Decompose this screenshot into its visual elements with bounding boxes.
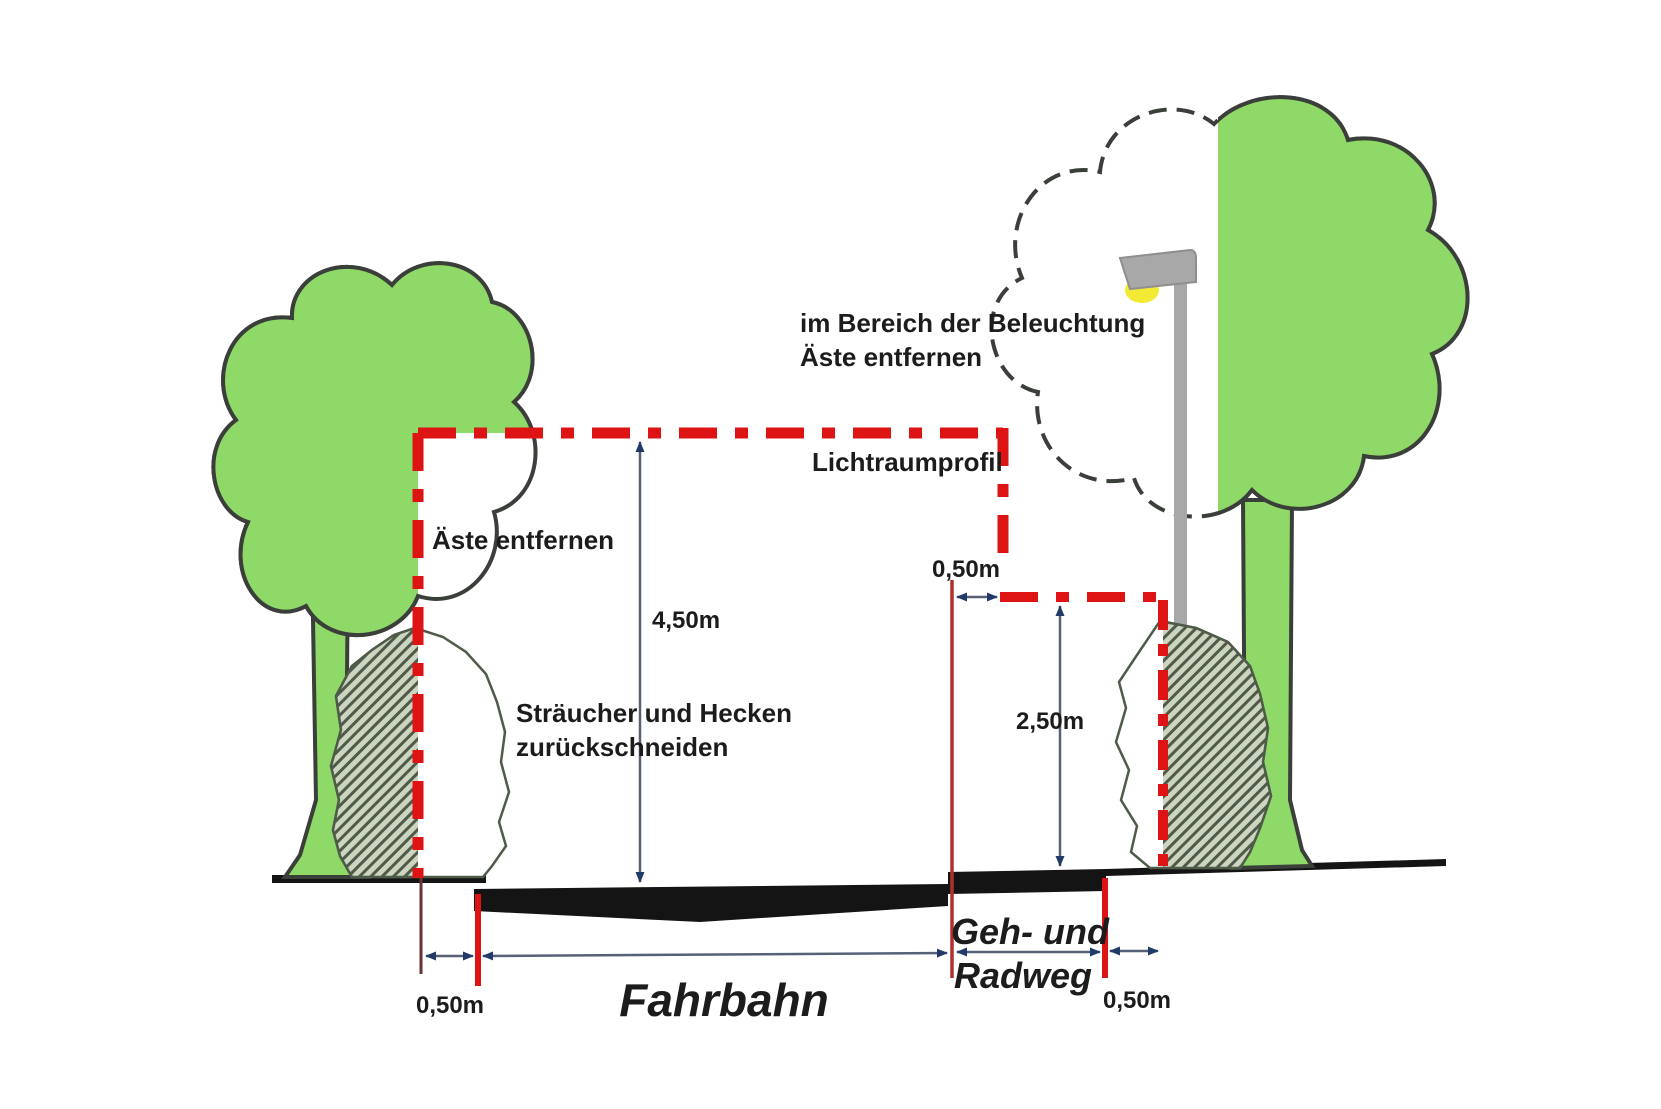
path-label-line1: Geh- und <box>951 911 1110 952</box>
lighting-note-line2: Äste entfernen <box>800 342 982 372</box>
remove-branches-label: Äste entfernen <box>432 525 614 555</box>
offset-bottom-left-label: 0,50m <box>416 992 484 1019</box>
dimension-arrow-fahrbahn <box>482 948 948 961</box>
clearance-height-road-label: 4,50m <box>652 607 720 634</box>
road-surface <box>474 884 948 922</box>
lighting-note-line1: im Bereich der Beleuchtung <box>800 308 1145 338</box>
clearance-height-path-label: 2,50m <box>1016 708 1084 735</box>
profile-label: Lichtraumprofil <box>812 447 1003 477</box>
right-tree-crown <box>1218 95 1470 516</box>
left-hedge-body <box>329 626 418 879</box>
labels: im Bereich der Beleuchtung Äste entferne… <box>416 308 1171 1026</box>
dimension-lines <box>425 441 1159 961</box>
offset-top-label: 0,50m <box>932 556 1000 583</box>
right-hedge-body <box>1163 620 1273 870</box>
path-surface <box>948 869 1106 894</box>
road-label: Fahrbahn <box>619 974 829 1026</box>
right-hedge <box>1114 619 1273 870</box>
path-label-line2: Radweg <box>954 955 1092 996</box>
offset-bottom-right-label: 0,50m <box>1103 987 1171 1014</box>
left-tree <box>211 261 538 879</box>
shrubs-label-line2: zurückschneiden <box>516 732 728 762</box>
clearance-profile <box>412 427 1168 878</box>
shrubs-label-line1: Sträucher und Hecken <box>516 698 792 728</box>
lamp-head <box>1118 248 1197 291</box>
edge-markers <box>419 580 1108 986</box>
